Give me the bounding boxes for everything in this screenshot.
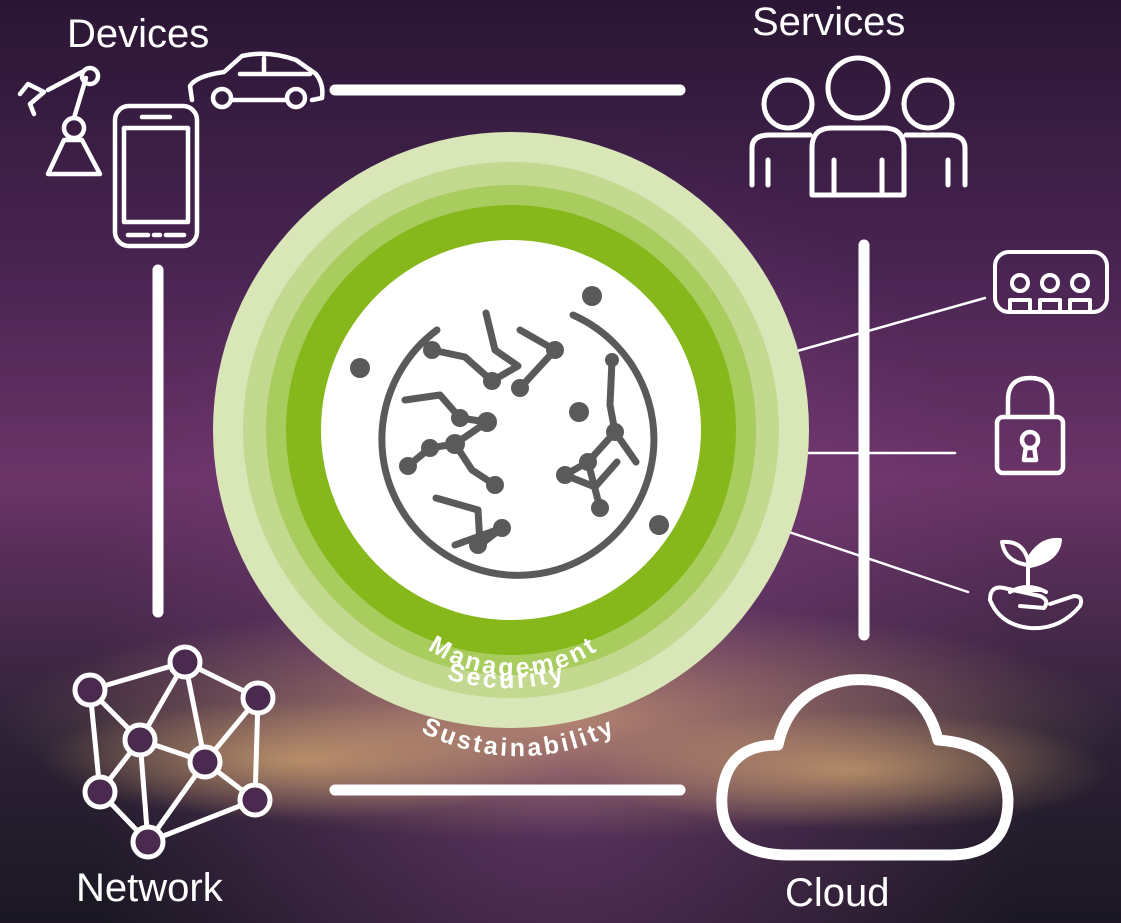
cloud-icon bbox=[716, 674, 1014, 861]
smartphone-icon bbox=[112, 103, 200, 249]
cloud-label: Cloud bbox=[785, 871, 890, 915]
padlock-icon bbox=[994, 375, 1066, 476]
management-team-icon bbox=[993, 250, 1109, 314]
network-mesh-icon bbox=[72, 644, 276, 860]
network-globe-icon bbox=[350, 286, 669, 579]
network-label: Network bbox=[76, 866, 223, 910]
people-group-icon bbox=[749, 55, 968, 198]
robot-arm-icon bbox=[17, 65, 103, 177]
callout-sustainability bbox=[775, 526, 970, 594]
plant-in-hand-icon bbox=[988, 537, 1084, 631]
devices-label: Devices bbox=[67, 12, 210, 56]
services-label: Services bbox=[752, 0, 906, 44]
car-icon bbox=[187, 51, 325, 110]
core-ring bbox=[213, 132, 809, 728]
devices-icons bbox=[17, 51, 325, 249]
